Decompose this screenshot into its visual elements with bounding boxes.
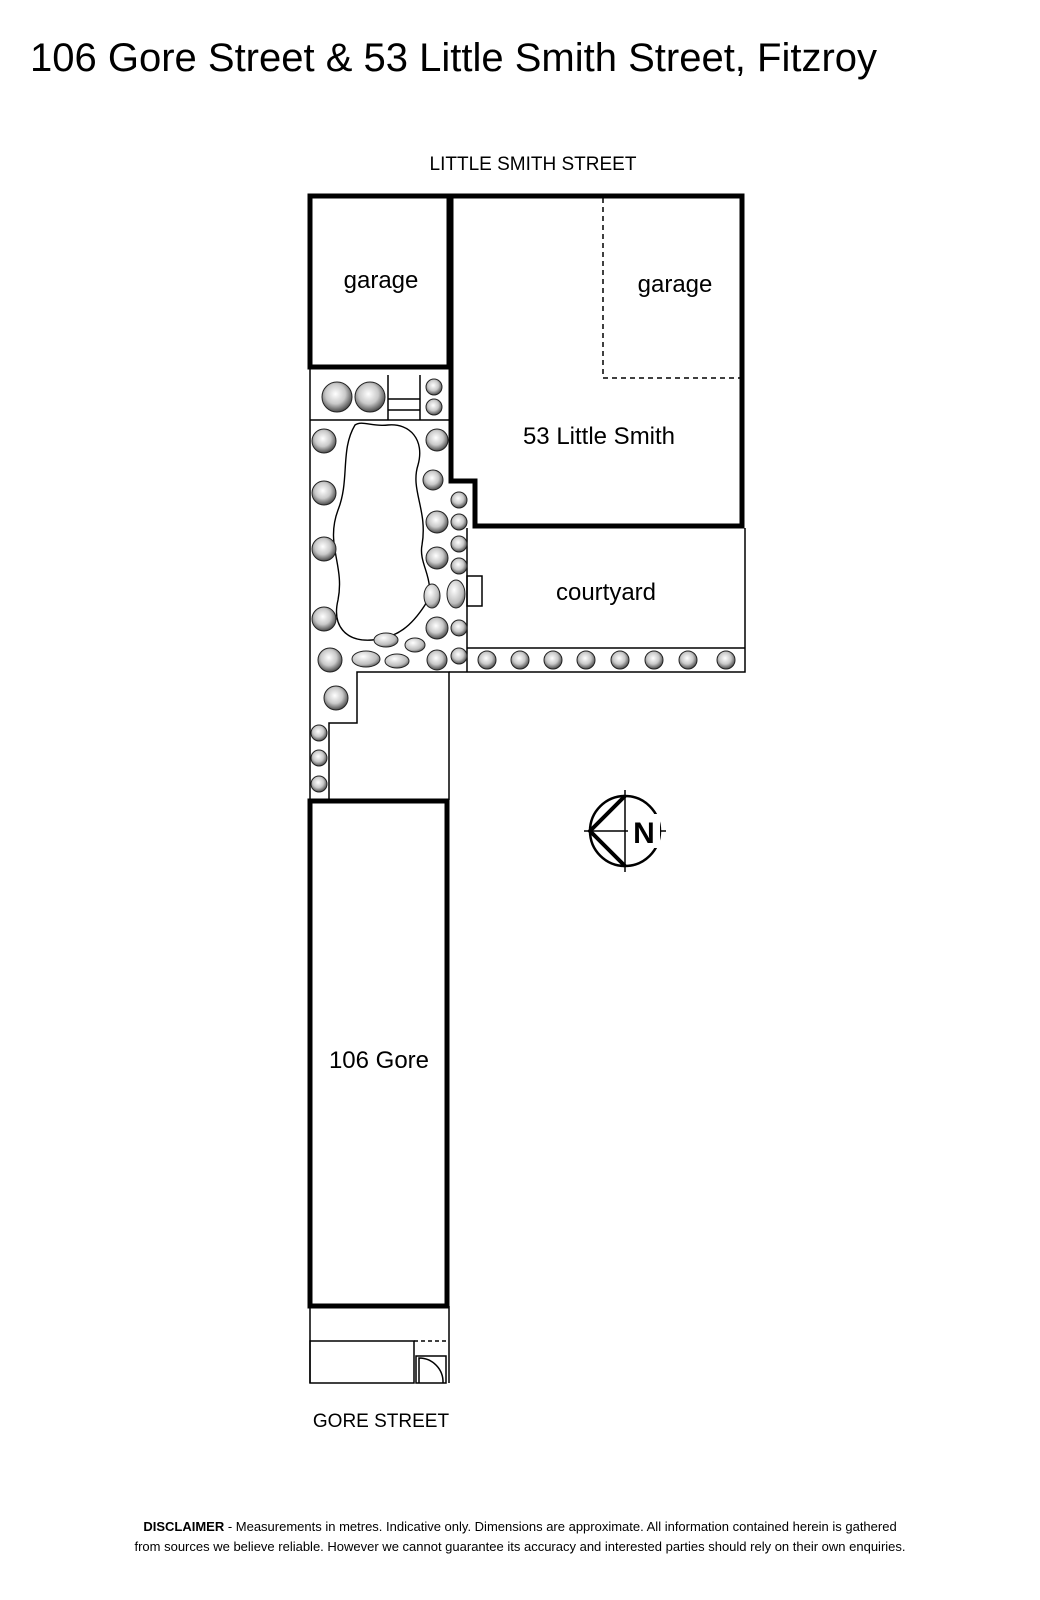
disclaimer: DISCLAIMER - Measurements in metres. Ind… <box>0 1517 1040 1557</box>
shrub-icon <box>576 650 596 670</box>
shrub-icon <box>354 381 386 413</box>
shrub-icon <box>311 480 337 506</box>
stone-icon <box>373 632 399 648</box>
shrub-icon <box>716 650 736 670</box>
garage-right-divider <box>602 198 740 379</box>
shrub-icon <box>644 650 664 670</box>
shrub-icon <box>425 428 449 452</box>
disclaimer-label: DISCLAIMER <box>143 1519 225 1534</box>
compass-letter: N <box>633 817 655 850</box>
disclaimer-text-1: - Measurements in metres. Indicative onl… <box>224 1519 897 1534</box>
garden-pond <box>332 422 431 641</box>
stepping-stones <box>351 579 466 669</box>
shrub-icon <box>450 513 468 531</box>
shrub-icon <box>450 619 468 637</box>
gore-label: 106 Gore <box>329 1047 429 1074</box>
garage-left-label: garage <box>344 267 419 294</box>
stone-icon <box>446 579 466 609</box>
gore-frontage <box>309 1306 450 1384</box>
shrub-icon <box>543 650 563 670</box>
shrub-icon <box>678 650 698 670</box>
shrub-icon <box>311 428 337 454</box>
gore-street-label: GORE STREET <box>313 1411 450 1432</box>
shrub-icon <box>310 724 328 742</box>
shrub-icon <box>311 536 337 562</box>
shrub-icon <box>422 469 444 491</box>
gore-outline <box>307 798 450 1309</box>
shrub-icon <box>425 510 449 534</box>
shrub-icon <box>450 647 468 665</box>
page-title: 106 Gore Street & 53 Little Smith Street… <box>30 36 878 80</box>
shrub-icon <box>610 650 630 670</box>
shrub-icon <box>425 616 449 640</box>
shrub-icon <box>450 491 468 509</box>
shrub-icon <box>426 649 448 671</box>
disclaimer-line-1: DISCLAIMER - Measurements in metres. Ind… <box>0 1517 1040 1537</box>
shrub-icon <box>425 398 443 416</box>
shrub-icon <box>311 606 337 632</box>
garage-right-label: garage <box>638 271 713 298</box>
stone-icon <box>404 637 426 653</box>
shrub-icon <box>477 650 497 670</box>
stone-icon <box>423 583 441 609</box>
garden-shrubs <box>310 378 736 793</box>
shrub-icon <box>425 546 449 570</box>
stone-icon <box>351 650 381 668</box>
shrub-icon <box>450 557 468 575</box>
garden-outline <box>309 367 746 800</box>
shrub-icon <box>425 378 443 396</box>
shrub-icon <box>310 749 328 767</box>
courtyard-label: courtyard <box>556 579 656 606</box>
shrub-icon <box>317 647 343 673</box>
shrub-icon <box>310 775 328 793</box>
shrub-icon <box>321 381 353 413</box>
stone-icon <box>384 653 410 669</box>
disclaimer-line-2: from sources we believe reliable. Howeve… <box>134 1539 906 1554</box>
shrub-icon <box>450 535 468 553</box>
little-smith-label: 53 Little Smith <box>523 423 675 450</box>
little-smith-street-label: LITTLE SMITH STREET <box>430 154 637 175</box>
little-smith-outline <box>448 193 745 529</box>
compass-icon: N <box>584 790 666 872</box>
shrub-icon <box>323 685 349 711</box>
shrub-icon <box>510 650 530 670</box>
